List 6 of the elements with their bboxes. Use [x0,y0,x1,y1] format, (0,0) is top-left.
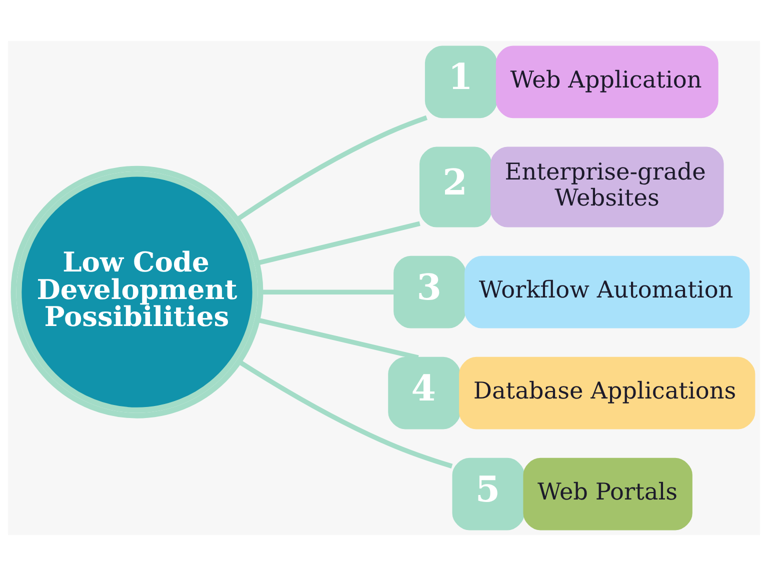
connector [256,221,420,266]
connector [260,290,394,294]
connector [256,318,419,360]
connector [238,360,453,468]
connector [236,115,428,222]
node-circle: Low Code Development Possibilities [10,166,264,418]
